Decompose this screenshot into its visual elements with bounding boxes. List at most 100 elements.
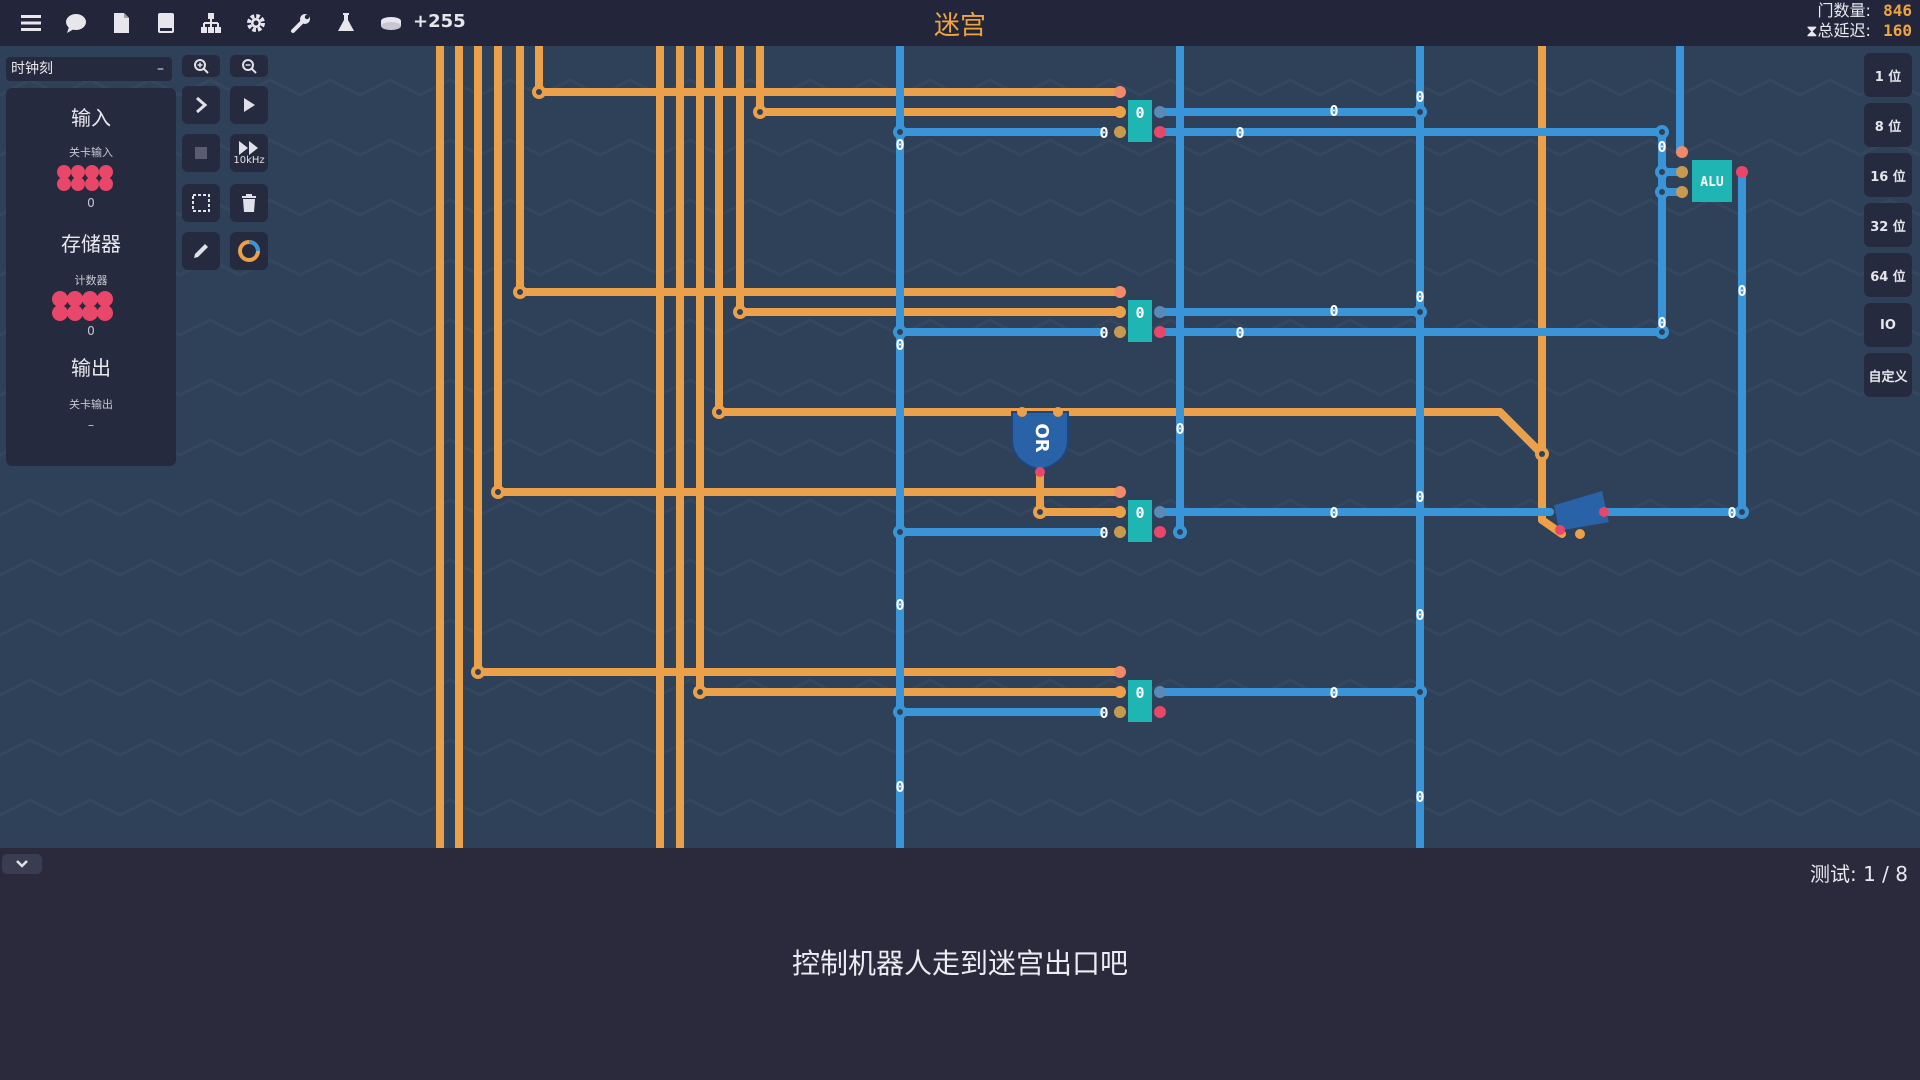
total-delay: ⧗总延迟: 160 xyxy=(1806,21,1912,41)
stop-button[interactable] xyxy=(182,134,220,172)
total-delay-label: 总延迟: xyxy=(1817,21,1871,40)
coin-count: +255 xyxy=(413,11,466,32)
clock-minus-icon[interactable]: – xyxy=(157,61,164,77)
value-label: 0 xyxy=(1135,684,1144,702)
value-label: 0 xyxy=(895,336,904,354)
level-output-label: 关卡输出 xyxy=(69,398,113,411)
level-output-value[interactable]: – xyxy=(88,418,94,432)
top-bar: +255 迷宫 门数量: 846 ⧗总延迟: 160 xyxy=(0,0,1920,47)
gate-count-label: 门数量: xyxy=(1817,1,1871,20)
counter-value: 0 xyxy=(87,324,95,338)
or-gate[interactable]: OR xyxy=(1011,407,1069,477)
selection-icon xyxy=(192,194,210,212)
register-3[interactable] xyxy=(1114,486,1166,542)
delete-button[interactable] xyxy=(230,184,268,222)
bit-8-button[interactable]: 8 位 xyxy=(1864,103,1912,147)
fast-forward-icon xyxy=(239,141,258,155)
level-input-chip[interactable] xyxy=(56,164,116,194)
chat-icon[interactable] xyxy=(61,8,91,38)
play-button[interactable] xyxy=(230,86,268,124)
or-gate-label: OR xyxy=(1031,423,1052,452)
register-components[interactable] xyxy=(1114,86,1166,722)
value-label: 0 xyxy=(1135,504,1144,522)
hierarchy-icon[interactable] xyxy=(196,8,226,38)
pencil-icon xyxy=(194,244,208,258)
register-2[interactable] xyxy=(1114,286,1166,342)
value-label: 0 xyxy=(895,596,904,614)
zoom-out-button[interactable] xyxy=(230,55,268,77)
bit-16-button[interactable]: 16 位 xyxy=(1864,153,1912,197)
level-description: 控制机器人走到迷宫出口吧 xyxy=(791,947,1128,980)
trash-icon xyxy=(242,194,256,212)
zoom-in-button[interactable] xyxy=(182,55,220,77)
circuit-svg[interactable]: OR ALU 0 0 0 0 0 0 0 0 0 0 0 xyxy=(0,46,1920,848)
zoom-out-icon xyxy=(242,59,257,74)
book-icon[interactable] xyxy=(151,8,181,38)
value-label: 0 xyxy=(1737,282,1746,300)
register-1[interactable] xyxy=(1114,86,1166,142)
bit-64-button[interactable]: 64 位 xyxy=(1864,253,1912,297)
register-4[interactable] xyxy=(1114,666,1166,722)
pencil-button[interactable] xyxy=(182,232,220,270)
value-label: 0 xyxy=(1329,102,1338,120)
value-label: 0 xyxy=(1235,124,1244,142)
value-label: 0 xyxy=(1135,304,1144,322)
value-label: 0 xyxy=(1329,684,1338,702)
value-label: 0 xyxy=(1099,704,1108,722)
color-wheel-button[interactable] xyxy=(230,232,268,270)
chevron-down-icon xyxy=(16,860,28,868)
storage-section-title: 存储器 xyxy=(61,232,121,256)
clock-select-label: 时钟刻 xyxy=(11,61,53,77)
component-panel: 输入 关卡输入 0 存储器 计数器 0 输出 关卡输出 – xyxy=(6,88,176,466)
value-label: 0 xyxy=(1135,104,1144,122)
value-labels: 0 0 0 0 0 0 0 0 0 0 0 0 0 0 0 0 0 0 0 0 … xyxy=(895,88,1746,806)
input-section-title: 输入 xyxy=(71,106,111,130)
description-panel: 测试: 1 / 8 控制机器人走到迷宫出口吧 xyxy=(0,848,1920,1080)
level-input-label: 关卡输入 xyxy=(69,146,113,159)
fast-forward-button[interactable]: 10kHz xyxy=(230,134,268,172)
value-label: 0 xyxy=(895,136,904,154)
value-label: 0 xyxy=(1415,88,1424,106)
test-label: 测试: xyxy=(1809,862,1857,886)
level-input-value: 0 xyxy=(87,196,95,210)
value-label: 0 xyxy=(1657,138,1666,156)
custom-button[interactable]: 自定义 xyxy=(1864,353,1912,397)
total-delay-value: 160 xyxy=(1883,21,1912,40)
clock-select[interactable]: 时钟刻 – xyxy=(6,57,172,81)
hourglass-icon: ⧗ xyxy=(1806,21,1818,40)
coin-stack-icon xyxy=(376,8,406,38)
menu-icon[interactable] xyxy=(16,8,46,38)
value-label: 0 xyxy=(1415,606,1424,624)
value-label: 0 xyxy=(1175,420,1184,438)
value-label: 0 xyxy=(1099,324,1108,342)
wrench-icon[interactable] xyxy=(286,8,316,38)
value-label: 0 xyxy=(1235,324,1244,342)
gate-count-value: 846 xyxy=(1883,1,1912,20)
value-label: 0 xyxy=(1099,124,1108,142)
alu-component[interactable]: ALU xyxy=(1676,146,1748,202)
value-label: 0 xyxy=(1657,314,1666,332)
value-label: 0 xyxy=(1727,504,1736,522)
bit-32-button[interactable]: 32 位 xyxy=(1864,203,1912,247)
value-label: 0 xyxy=(895,778,904,796)
gear-icon[interactable] xyxy=(241,8,271,38)
cms-component[interactable] xyxy=(1553,490,1609,539)
bit-1-button[interactable]: 1 位 xyxy=(1864,53,1912,97)
io-button[interactable]: IO xyxy=(1864,303,1912,347)
counter-chip[interactable] xyxy=(52,290,118,324)
collapse-button[interactable] xyxy=(2,854,42,874)
counter-label: 计数器 xyxy=(74,274,108,287)
alu-label: ALU xyxy=(1700,175,1724,190)
test-counter: 测试: 1 / 8 xyxy=(1810,858,1908,887)
value-label: 0 xyxy=(1415,788,1424,806)
circuit-canvas[interactable]: OR ALU 0 0 0 0 0 0 0 0 0 0 0 xyxy=(0,46,1920,848)
select-button[interactable] xyxy=(182,184,220,222)
value-label: 0 xyxy=(1415,488,1424,506)
speed-label: 10kHz xyxy=(233,155,265,166)
orange-wires xyxy=(436,46,1566,848)
file-icon[interactable] xyxy=(106,8,136,38)
orange-junctions xyxy=(471,85,1549,699)
value-label: 0 xyxy=(1329,504,1338,522)
flask-icon[interactable] xyxy=(331,8,361,38)
step-button[interactable] xyxy=(182,86,220,124)
